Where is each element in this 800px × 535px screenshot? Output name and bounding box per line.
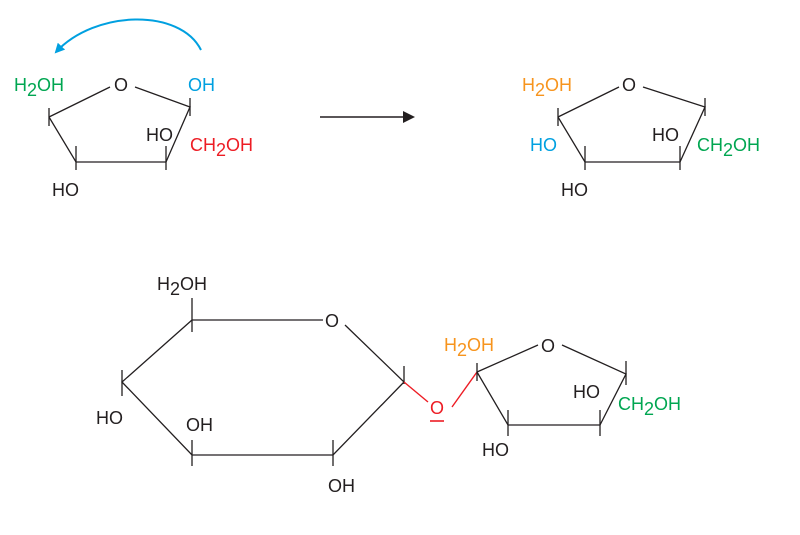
disaccharide-structure: H2OH O HO OH OH O H2OH O HO CH2OH HO bbox=[96, 274, 681, 496]
product-c3-label: HO bbox=[652, 125, 679, 145]
reactant-c4-label: HO bbox=[52, 180, 79, 200]
furanose-c4-label: HO bbox=[482, 440, 509, 460]
pyranose-top-label: H2OH bbox=[157, 274, 207, 299]
furanose-ring-oxygen: O bbox=[541, 336, 555, 356]
product-structure: H2OH O HO HO CH2OH HO bbox=[522, 75, 760, 200]
glycosidic-bond-right bbox=[451, 371, 478, 408]
pyranose-ho-left-label: HO bbox=[96, 408, 123, 428]
product-ring-bonds bbox=[557, 86, 706, 163]
reactant-c2-label: H2OH bbox=[14, 75, 64, 100]
glycosidic-oxygen: O bbox=[430, 398, 444, 418]
reactant-c3-label: HO bbox=[146, 125, 173, 145]
product-c4-label: HO bbox=[561, 180, 588, 200]
product-c2-oh-label: HO bbox=[530, 135, 557, 155]
pyranose-ring-bonds bbox=[121, 319, 405, 456]
furanose-ring-bonds bbox=[476, 344, 627, 426]
furanose-c3-label: HO bbox=[573, 382, 600, 402]
product-c2-label: H2OH bbox=[522, 75, 572, 100]
furanose-ch2oh-label: CH2OH bbox=[618, 394, 681, 419]
reactant-structure: H2OH O OH HO CH2OH HO bbox=[14, 18, 253, 200]
pyranose-ring-oxygen: O bbox=[325, 311, 339, 331]
pyranose-oh-mid-label: OH bbox=[186, 415, 213, 435]
reactant-ch2oh-label: CH2OH bbox=[190, 135, 253, 160]
glycosidic-bond-left bbox=[403, 381, 429, 403]
furanose-top-label: H2OH bbox=[444, 335, 494, 360]
curved-arrow-icon bbox=[54, 18, 202, 54]
reactant-anomeric-oh-label: OH bbox=[188, 75, 215, 95]
product-ring-oxygen: O bbox=[622, 75, 636, 95]
reactant-ring-oxygen: O bbox=[114, 75, 128, 95]
product-ch2oh-label: CH2OH bbox=[697, 135, 760, 160]
pyranose-oh-bottom-label: OH bbox=[328, 476, 355, 496]
